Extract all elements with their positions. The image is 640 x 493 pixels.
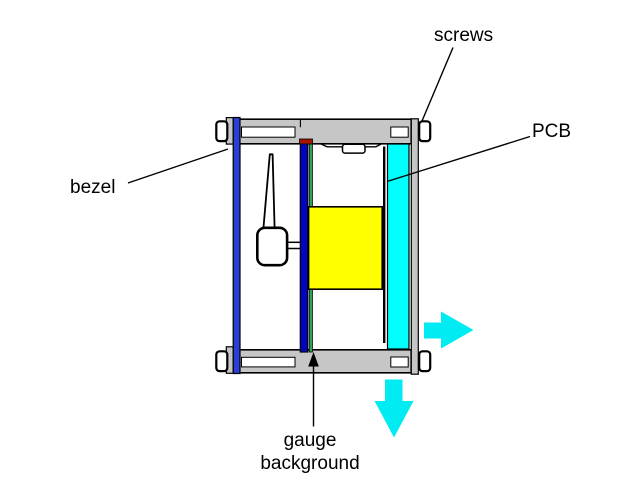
screw-top-right [418, 120, 432, 143]
motor-body [307, 206, 384, 291]
motor-mount [320, 143, 382, 154]
pointer-assembly [255, 153, 289, 267]
gauge-background-label-line2: background [260, 453, 360, 474]
gauge-background-label: gauge background [240, 429, 380, 475]
screws-group [215, 120, 432, 373]
right-case-wall [410, 118, 419, 375]
gauge-background-top-cap [299, 138, 313, 145]
bezel-bar [232, 116, 241, 375]
leader-lines [127, 47, 531, 427]
motor-mount-boss [341, 143, 366, 154]
down-arrow-icon [374, 379, 414, 438]
pointer-needle [262, 153, 276, 230]
gauge-background-bar [299, 140, 309, 353]
bezel-label: bezel [70, 177, 116, 198]
pcb-leader-line [386, 135, 531, 183]
up-arrowhead-icon [308, 352, 319, 367]
screw-bottom-right [418, 350, 432, 373]
screws-label: screws [434, 25, 494, 46]
top-frame-slot-right [390, 126, 409, 138]
screw-top-left [215, 120, 229, 143]
bottom-frame-slot-left [241, 356, 296, 368]
screw-bottom-left [215, 350, 229, 373]
bezel-leader-line [127, 148, 229, 184]
gauge-background-label-line1: gauge [283, 430, 337, 451]
top-frame-slot-left [241, 126, 296, 138]
pcb-label: PCB [532, 121, 572, 142]
bottom-frame-slot-right [390, 356, 409, 368]
screws-leader-line [421, 47, 454, 122]
housing-frame [225, 116, 419, 375]
pcb-assembly [383, 143, 410, 350]
pointer-hub [255, 226, 289, 267]
right-arrow-icon [424, 311, 474, 349]
pcb-board [386, 143, 410, 350]
